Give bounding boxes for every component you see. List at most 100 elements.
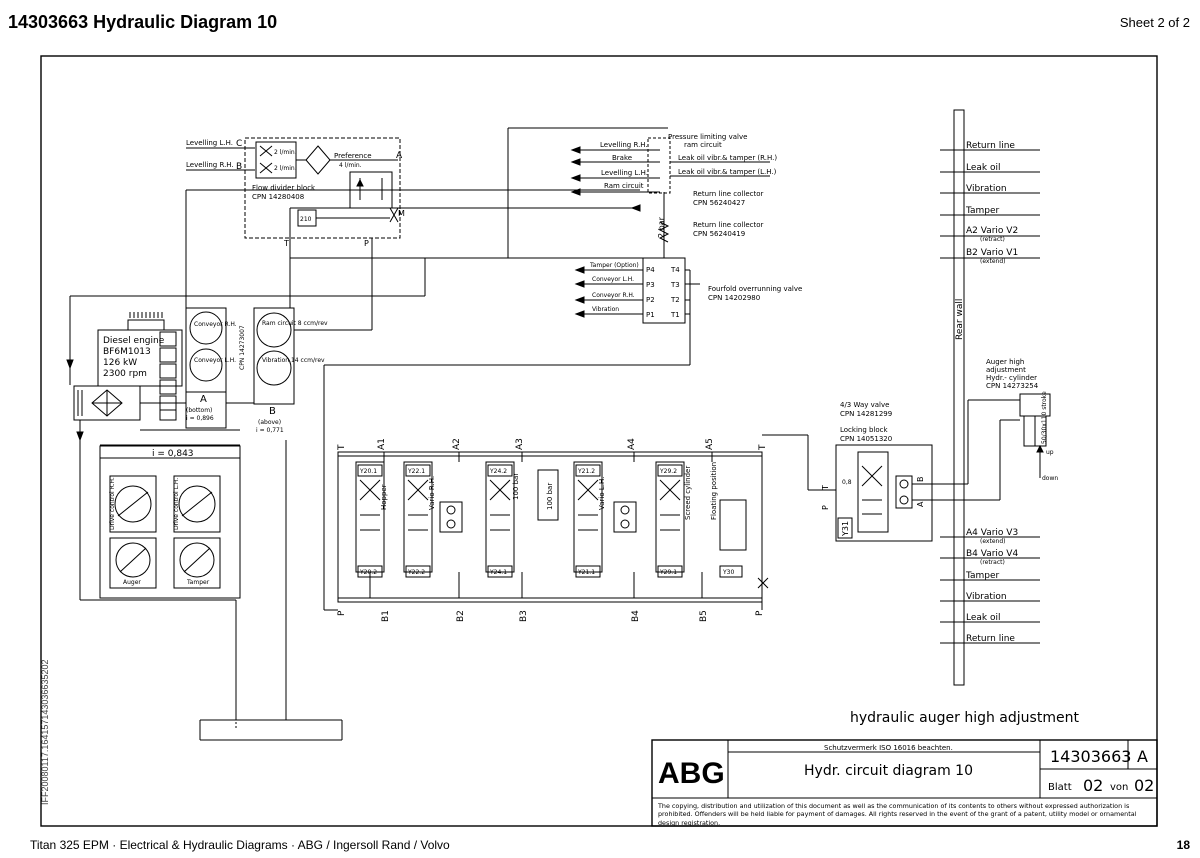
section-floating-position: Floating position bbox=[710, 462, 718, 520]
section-vario-lh: Vario L.H. bbox=[598, 477, 606, 510]
solenoid-y29-1: Y29.1 bbox=[659, 569, 677, 576]
auger-cylinder: Auger high adjustment Hydr.- cylinder CP… bbox=[986, 358, 1058, 482]
footer-text: Titan 325 EPM · Electrical & Hydraulic D… bbox=[30, 838, 450, 852]
collector-2-cpn: CPN 56240419 bbox=[693, 230, 745, 238]
bank-port-b4: B4 bbox=[631, 610, 641, 622]
solenoid-y24-1: Y24.1 bbox=[489, 569, 507, 576]
upper-a2-vario: A2 Vario V2 bbox=[966, 226, 1018, 236]
label-brake: Brake bbox=[612, 154, 632, 162]
port-m: M bbox=[398, 209, 405, 218]
von-label: von bbox=[1110, 782, 1128, 793]
label-tamper-option: Tamper (Option) bbox=[589, 262, 639, 269]
solenoid-y21-2: Y21.2 bbox=[577, 468, 595, 475]
solenoid-y24-2: Y24.2 bbox=[489, 468, 507, 475]
label-pl-levelling-rh: Levelling R.H. bbox=[600, 141, 648, 149]
pump-a-note: (bottom) bbox=[186, 407, 212, 414]
bank-port-b5: B5 bbox=[699, 610, 709, 622]
section-vario-rh: Vario R.H. bbox=[428, 476, 436, 510]
upper-vibration: Vibration bbox=[966, 184, 1007, 194]
label-levelling-lh: Levelling L.H. bbox=[186, 139, 233, 147]
port-c: C bbox=[236, 139, 242, 149]
page-title: 14303663 Hydraulic Diagram 10 bbox=[8, 12, 278, 32]
solenoid-y31: Y31 bbox=[841, 521, 850, 537]
blatt-label: Blatt bbox=[1048, 782, 1072, 793]
pump-conveyor-rh: Conveyor R.H. bbox=[194, 321, 237, 328]
title-block: ABG Schutzvermerk ISO 16016 beachten. Hy… bbox=[651, 739, 1158, 827]
upper-return-line: Return line bbox=[966, 141, 1015, 151]
locking-block-cpn: CPN 14051320 bbox=[840, 435, 892, 443]
pump-a-ratio: i = 0,896 bbox=[186, 415, 214, 422]
preference-rate: 4 l/min. bbox=[339, 162, 362, 169]
label-conveyor-rh: Conveyor R.H. bbox=[592, 292, 635, 299]
solenoid-y22-2: Y22.2 bbox=[407, 569, 425, 576]
lower-vibration: Vibration bbox=[966, 592, 1007, 602]
bank-port-t-left: T bbox=[337, 444, 347, 451]
valve-bank: T A1 A2 A3 A4 A5 T P B1 B2 B3 B4 B5 P Y2… bbox=[323, 434, 809, 622]
section-screed-cylinder: Screed cylinder bbox=[684, 466, 692, 520]
label-pl-levelling-lh: Levelling L.H. bbox=[601, 169, 648, 177]
solenoid-y21-1: Y21.1 bbox=[577, 569, 595, 576]
locking-block-title: Locking block bbox=[840, 426, 889, 434]
upper-note-extend: (extend) bbox=[980, 258, 1005, 265]
rear-wall-label: Rear wall bbox=[955, 299, 965, 340]
bank-port-a4: A4 bbox=[627, 438, 637, 450]
bar-2: 2 bar bbox=[657, 216, 666, 238]
locking-block: 4/3 Way valve CPN 14281299 Locking block… bbox=[808, 399, 1020, 542]
port-p: P bbox=[364, 239, 369, 248]
drawing-description: Hydr. circuit diagram 10 bbox=[804, 763, 973, 779]
drive-lh: Drive control L.H. bbox=[173, 478, 180, 530]
port-t2: T2 bbox=[670, 296, 680, 304]
section-100-bar: 100 bar bbox=[512, 473, 520, 500]
leak-oil-rh: Leak oil vibr.& tamper (R.H.) bbox=[678, 154, 777, 162]
auger-line-1: Auger high bbox=[986, 358, 1024, 366]
copyright-notice: The copying, distribution and utilizatio… bbox=[658, 802, 1137, 827]
collector-2-title: Return line collector bbox=[693, 221, 764, 229]
port-p3: P3 bbox=[646, 281, 655, 289]
solenoid-y30: Y30 bbox=[722, 569, 734, 576]
upper-leak-oil: Leak oil bbox=[966, 163, 1001, 173]
bank-port-b1: B1 bbox=[381, 610, 391, 622]
auger-line-4: CPN 14273254 bbox=[986, 382, 1039, 390]
port-t1: T1 bbox=[670, 311, 680, 319]
rate-2: 2 l/min. bbox=[274, 165, 297, 172]
page-number: 18 bbox=[1176, 838, 1190, 852]
label-levelling-rh: Levelling R.H. bbox=[186, 161, 234, 169]
label-ram-circuit: Ram circuit bbox=[604, 182, 644, 190]
upper-tamper: Tamper bbox=[965, 206, 1000, 216]
port-a: A bbox=[396, 151, 403, 161]
lower-leak-oil: Leak oil bbox=[966, 613, 1001, 623]
engine-line-3: 126 kW bbox=[103, 358, 137, 368]
auger-up: up bbox=[1046, 449, 1054, 456]
bank-port-a3: A3 bbox=[515, 438, 525, 450]
flow-divider-title: Flow divider block bbox=[252, 184, 316, 192]
auger-stroke: 50/30x110 stroke bbox=[1041, 391, 1048, 444]
collector-1-title: Return line collector bbox=[693, 190, 764, 198]
upper-b2-vario: B2 Vario V1 bbox=[966, 248, 1018, 258]
flow-divider-cpn: CPN 14280408 bbox=[252, 193, 304, 201]
sheet-indicator: Sheet 2 of 2 bbox=[1119, 15, 1190, 30]
solenoid-y20-2: Y20.2 bbox=[359, 569, 377, 576]
lower-a4-vario: A4 Vario V3 bbox=[966, 528, 1018, 538]
solenoid-y22-1: Y22.1 bbox=[407, 468, 425, 475]
auger-line-3: Hydr.- cylinder bbox=[986, 374, 1037, 382]
blatt-number: 02 bbox=[1083, 776, 1103, 795]
bank-port-a2: A2 bbox=[452, 438, 462, 450]
engine-line-4: 2300 rpm bbox=[103, 369, 147, 379]
pump-conveyor-lh: Conveyor L.H. bbox=[194, 357, 236, 364]
gear-ratio: i = 0,843 bbox=[152, 449, 194, 459]
port-p4: P4 bbox=[646, 266, 655, 274]
flow-divider-block: Levelling L.H. Levelling R.H. C B 2 l/mi… bbox=[186, 137, 405, 248]
pump-ram-circuit: Ram circuit 8 ccm/rev bbox=[262, 320, 328, 327]
auger-down: down bbox=[1042, 475, 1058, 482]
von-number: 02 bbox=[1134, 776, 1154, 795]
pump-cpn-vertical: CPN 14273007 bbox=[239, 325, 246, 370]
solenoid-y20-1: Y20.1 bbox=[359, 468, 377, 475]
relief-100-bar: 100 bar bbox=[546, 483, 554, 510]
lower-tamper: Tamper bbox=[965, 571, 1000, 581]
bank-port-a5: A5 bbox=[705, 438, 715, 450]
lock-port-b: B bbox=[916, 477, 925, 483]
pump-vibration: Vibration 14 ccm/rev bbox=[262, 357, 325, 364]
lower-note-retract: (retract) bbox=[980, 559, 1005, 566]
engine-line-1: Diesel engine bbox=[103, 336, 165, 346]
abg-logo: ABG bbox=[658, 757, 725, 790]
